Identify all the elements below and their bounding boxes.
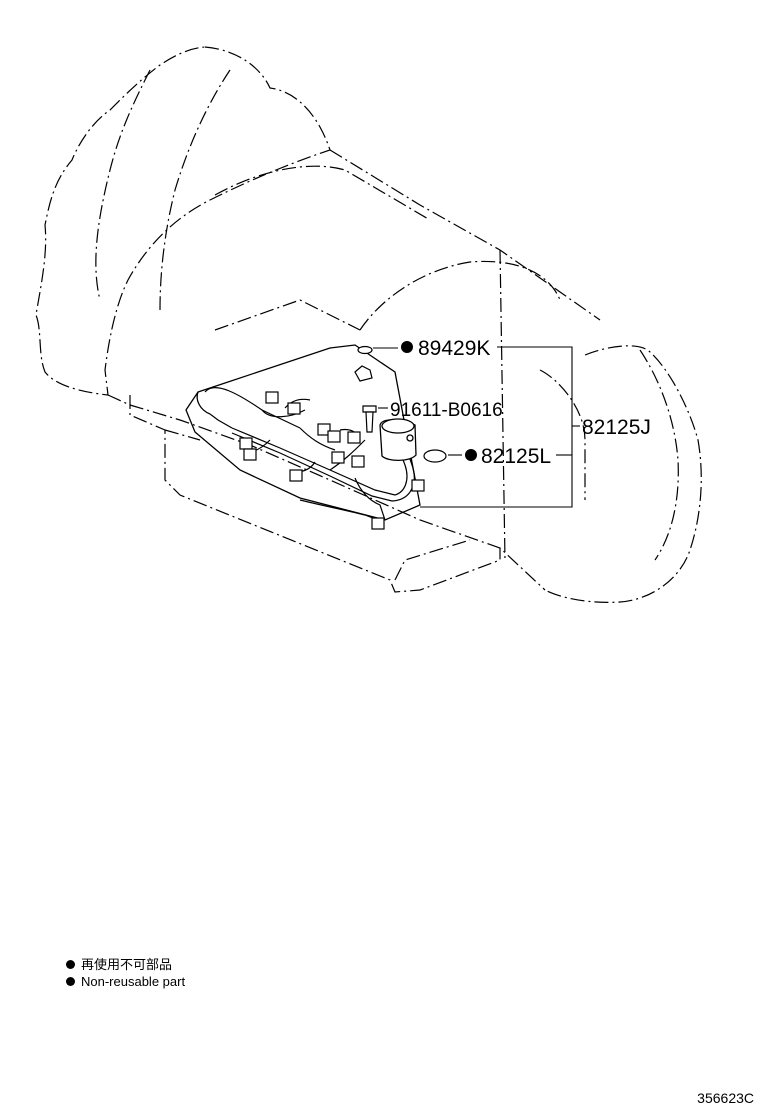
diagram-id: 356623C — [697, 1090, 754, 1106]
connector — [239, 437, 253, 450]
legend-bullet-icon — [66, 960, 75, 969]
harness-connectors — [239, 391, 425, 530]
bolt-part — [362, 405, 377, 433]
connector — [411, 479, 425, 492]
connector — [289, 469, 303, 482]
connector — [327, 430, 341, 443]
legend-japanese: 再使用不可部品 — [66, 957, 172, 973]
connector — [371, 517, 385, 530]
harness-main-connector — [379, 418, 417, 462]
o-ring-part — [423, 449, 447, 463]
valve-body-plate — [185, 344, 421, 521]
part-number-82125l[interactable]: 82125L — [481, 445, 551, 468]
connector — [331, 451, 345, 464]
connector — [265, 391, 279, 404]
retainer-bracket — [354, 365, 373, 382]
part-number-82125j[interactable]: 82125J — [582, 416, 651, 439]
connector — [317, 423, 331, 436]
part-number-91611-b0616[interactable]: 91611-B0616 — [390, 400, 503, 421]
non-reusable-mark — [401, 341, 413, 353]
legend-japanese-text: 再使用不可部品 — [81, 957, 173, 972]
seal-ring-part — [357, 345, 373, 355]
legend-english-text: Non-reusable part — [81, 974, 186, 989]
part-number-89429k[interactable]: 89429K — [418, 337, 490, 360]
legend-english: Non-reusable part — [66, 974, 185, 990]
transmission-outline — [35, 46, 702, 603]
callout-leaders — [373, 346, 580, 508]
legend-bullet-icon — [66, 977, 75, 986]
connector — [243, 448, 257, 461]
connector — [351, 455, 365, 468]
non-reusable-mark — [465, 449, 477, 461]
connector — [347, 431, 361, 444]
connector — [287, 402, 301, 415]
